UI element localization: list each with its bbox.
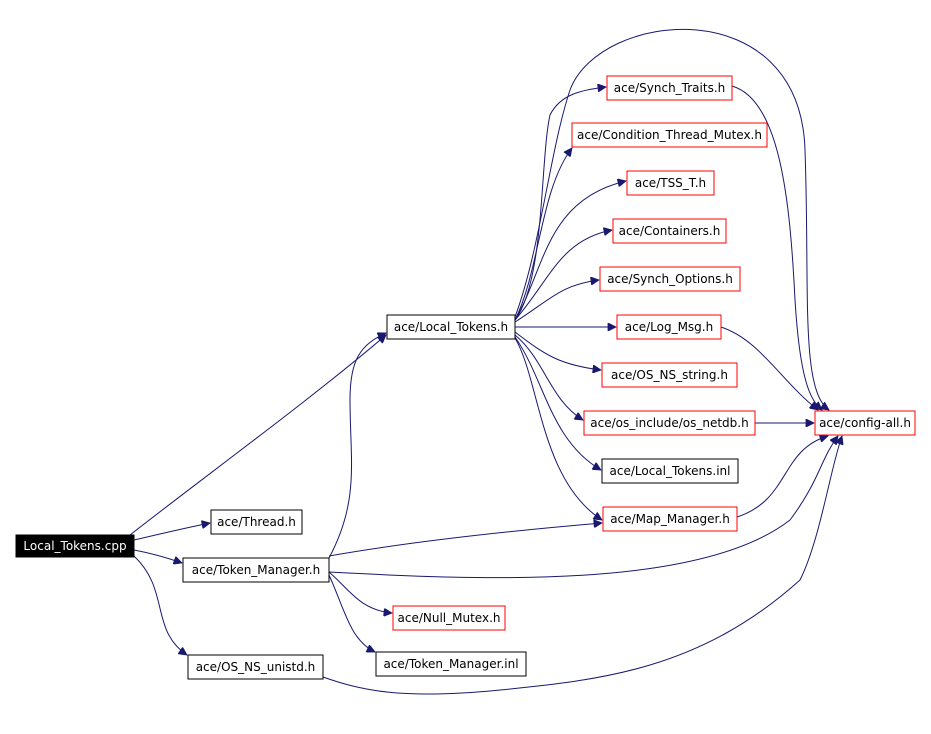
node-condition-thread-mutex-h[interactable]: ace/Condition_Thread_Mutex.h [571, 122, 768, 148]
node-os-ns-unistd-h[interactable]: ace/OS_NS_unistd.h [187, 654, 324, 680]
node-box [612, 218, 727, 244]
node-box [187, 654, 324, 680]
node-box [616, 314, 722, 340]
node-root[interactable]: Local_Tokens.cpp [15, 534, 135, 558]
node-label: ace/OS_NS_string.h [611, 368, 728, 382]
node-label: ace/Local_Tokens.inl [610, 464, 731, 478]
edge-root-to-thread-h [133, 523, 210, 541]
edge-os-ns-unistd-h-to-config-all-h [322, 436, 842, 695]
edge-root-to-os-ns-unistd-h [133, 555, 187, 655]
edge-token-manager-h-to-config-all-h [328, 436, 838, 579]
edge-root-to-local-tokens-h [129, 335, 386, 536]
node-token-manager-h[interactable]: ace/Token_Manager.h [182, 557, 330, 583]
node-label: ace/Local_Tokens.h [394, 320, 508, 334]
node-box [601, 458, 739, 484]
edge-local-tokens-h-to-synch-traits-h [514, 87, 606, 321]
edge-root-to-token-manager-h [133, 549, 182, 563]
node-label: ace/Synch_Traits.h [614, 81, 725, 95]
node-label: Local_Tokens.cpp [23, 539, 126, 553]
node-box [599, 266, 741, 292]
edge-local-tokens-h-to-config-all-h [514, 28, 829, 410]
edges-layer [129, 28, 842, 695]
node-containers-h[interactable]: ace/Containers.h [612, 218, 727, 244]
edge-token-manager-h-to-local-tokens-h [328, 333, 386, 559]
node-box [210, 509, 303, 535]
node-box [15, 534, 135, 558]
node-label: ace/Log_Msg.h [625, 320, 713, 334]
node-box [386, 314, 516, 340]
node-label: ace/Token_Manager.h [192, 563, 320, 577]
node-local-tokens-h[interactable]: ace/Local_Tokens.h [386, 314, 516, 340]
node-box [601, 362, 738, 388]
edge-map-manager-h-to-config-all-h [736, 436, 828, 518]
node-box [606, 75, 733, 101]
edge-local-tokens-h-to-os-ns-string-h [514, 331, 601, 370]
node-label: ace/OS_NS_unistd.h [196, 660, 316, 674]
node-label: ace/Thread.h [217, 515, 296, 529]
node-label: ace/Synch_Options.h [607, 272, 733, 286]
node-box [375, 651, 527, 677]
edge-local-tokens-h-to-synch-options-h [514, 280, 599, 323]
node-local-tokens-inl[interactable]: ace/Local_Tokens.inl [601, 458, 739, 484]
edge-token-manager-h-to-map-manager-h [328, 523, 602, 557]
node-label: ace/Map_Manager.h [610, 512, 730, 526]
node-label: ace/Condition_Thread_Mutex.h [577, 128, 762, 142]
node-synch-options-h[interactable]: ace/Synch_Options.h [599, 266, 741, 292]
node-box [626, 170, 715, 196]
node-box [583, 410, 756, 436]
edge-log-msg-h-to-config-all-h [720, 326, 818, 410]
node-box [602, 506, 738, 532]
node-label: ace/os_include/os_netdb.h [590, 416, 748, 430]
node-null-mutex-h[interactable]: ace/Null_Mutex.h [392, 605, 506, 631]
node-label: ace/config-all.h [819, 416, 911, 430]
node-map-manager-h[interactable]: ace/Map_Manager.h [602, 506, 738, 532]
edge-local-tokens-h-to-map-manager-h [514, 337, 602, 520]
node-label: ace/Token_Manager.inl [383, 657, 518, 671]
node-thread-h[interactable]: ace/Thread.h [210, 509, 303, 535]
node-token-manager-inl[interactable]: ace/Token_Manager.inl [375, 651, 527, 677]
node-tss-t-h[interactable]: ace/TSS_T.h [626, 170, 715, 196]
edge-token-manager-h-to-null-mutex-h [328, 571, 392, 613]
nodes-layer: Local_Tokens.cpp ace/Local_Tokens.h ace/Th… [15, 75, 916, 680]
edge-local-tokens-h-to-condition-thread-mutex-h [514, 148, 572, 321]
node-synch-traits-h[interactable]: ace/Synch_Traits.h [606, 75, 733, 101]
node-label: ace/Containers.h [619, 224, 721, 238]
node-box [392, 605, 506, 631]
node-label: ace/TSS_T.h [635, 176, 706, 190]
node-config-all-h[interactable]: ace/config-all.h [814, 410, 916, 436]
edge-local-tokens-h-to-os-netdb-h [514, 334, 583, 420]
node-log-msg-h[interactable]: ace/Log_Msg.h [616, 314, 722, 340]
edge-local-tokens-h-to-tss-t-h [514, 181, 626, 321]
node-os-netdb-h[interactable]: ace/os_include/os_netdb.h [583, 410, 756, 436]
edge-synch-traits-h-to-config-all-h [731, 85, 822, 410]
node-os-ns-string-h[interactable]: ace/OS_NS_string.h [601, 362, 738, 388]
edge-token-manager-h-to-token-manager-inl [328, 574, 375, 652]
node-box [814, 410, 916, 436]
node-box [182, 557, 330, 583]
edge-local-tokens-h-to-local-tokens-inl [514, 336, 601, 470]
node-label: ace/Null_Mutex.h [398, 611, 501, 625]
edge-local-tokens-h-to-containers-h [514, 230, 612, 321]
node-box [571, 122, 768, 148]
